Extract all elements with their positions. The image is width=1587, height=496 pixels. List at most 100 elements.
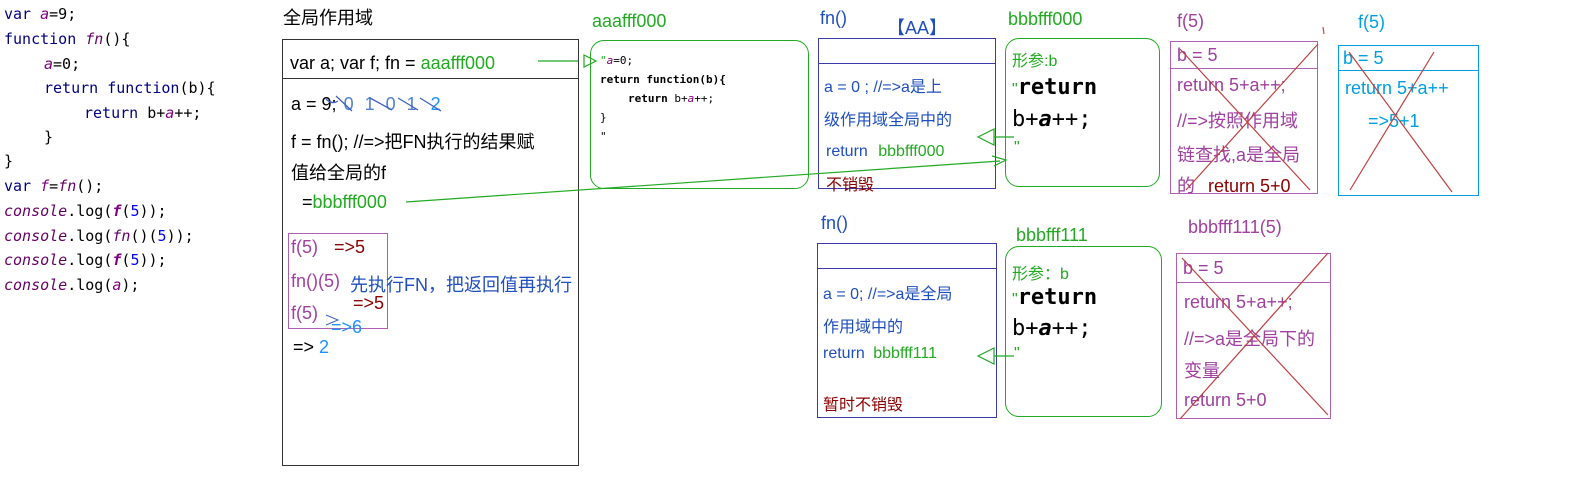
arrow-global-to-aaafff000: [538, 54, 598, 68]
global-scope-divider: [282, 78, 579, 79]
b111-scope-title: bbbfff111(5): [1188, 217, 1282, 237]
call-2-note: 先执行FN，把返回值再执行: [350, 275, 572, 295]
code-line-1: var a=9;: [4, 5, 77, 23]
b111-scope-line1: return 5+a++;: [1184, 292, 1293, 312]
code-line-4: return function(b){: [44, 79, 216, 97]
call-2: fn()(5): [291, 271, 340, 291]
global-header-address: aaafff000: [420, 53, 495, 73]
code-line-7: }: [4, 152, 14, 170]
stray-mark: [1322, 26, 1325, 35]
fn-scope-1-title: fn(): [820, 8, 847, 28]
heap-aaa-line5: ": [600, 130, 607, 143]
call-1-result: =>5: [334, 237, 366, 257]
f5-scope-2-line1: return 5+a++: [1345, 78, 1449, 98]
b111-scope-line4: return 5+0: [1184, 390, 1267, 410]
calls-box: [288, 233, 388, 329]
global-f-line2: 值给全局的f: [291, 163, 387, 183]
b111-scope-header: b = 5: [1183, 258, 1224, 278]
code-line-9: console.log(f(5));: [4, 202, 167, 220]
arrow-bbbfff111-to-return: [976, 347, 1014, 365]
fn-scope-1-box: [818, 38, 996, 189]
heap-bbb000-param: 形参:b: [1012, 53, 1058, 70]
f5-scope-1-header: b = 5: [1177, 45, 1218, 65]
fn-scope-2-line2: 作用域中的: [823, 319, 904, 336]
call-3-result: =>6: [331, 317, 363, 337]
heap-bbbfff000-box: [1005, 38, 1160, 187]
call-2-result: =>5: [353, 293, 385, 313]
global-a-final: 2: [430, 94, 441, 114]
f5-scope-1-line2: //=>按照作用域: [1177, 111, 1299, 131]
heap-bbbfff000-title: bbbfff000: [1008, 9, 1083, 29]
heap-bbb111-quote: ": [1014, 345, 1020, 362]
f5-scope-1-box: [1170, 41, 1318, 194]
code-line-6: }: [44, 128, 54, 146]
heap-bbbfff111-title: bbbfff111: [1016, 225, 1088, 245]
global-scope-box: [282, 39, 579, 466]
global-scope-header: var a; var f; fn = aaafff000: [290, 53, 495, 73]
code-line-2: function fn(){: [4, 30, 131, 48]
f5-scope-2-line2: =>5+1: [1368, 111, 1420, 131]
heap-bbb000-expr: b+a++;: [1012, 107, 1092, 132]
f5-scope-1-line4: 的 return 5+0: [1177, 176, 1291, 196]
f5-scope-1-line1: return 5+a++;: [1177, 75, 1286, 95]
heap-bbb111-expr: b+a++;: [1012, 316, 1092, 341]
call-result-arrows: [325, 314, 340, 326]
heap-aaa-line2: return function(b){: [600, 73, 726, 86]
fn-scope-1-return: return bbbfff000: [826, 143, 945, 160]
cross-f5-scope-1: [1179, 43, 1319, 191]
heap-bbb000-return: "return: [1012, 75, 1098, 100]
code-line-12: console.log(a);: [4, 276, 140, 294]
fn-scope-1-line1: a = 0 ; //=>a是上: [824, 79, 942, 96]
global-f-line1: f = fn(); //=>把FN执行的结果赋: [291, 132, 535, 152]
f5-scope-1-title: f(5): [1177, 11, 1204, 31]
fn-scope-1-divider: [818, 63, 996, 64]
global-f-value: =bbbfff000: [302, 192, 387, 212]
code-line-8: var f=fn();: [4, 177, 104, 195]
fn-scope-2-note: 暂时不销毁: [823, 397, 904, 414]
arrow-bbbfff000-to-return: [976, 128, 1014, 146]
heap-aaa-line4: }: [600, 111, 607, 124]
fn-scope-1-tag: 【AA】: [887, 18, 948, 38]
cross-b111-scope: [1179, 252, 1329, 420]
heap-bbbfff111-box: [1005, 246, 1162, 417]
fn-scope-1-note: 不销毁: [826, 177, 875, 194]
fn-scope-2-line1: a = 0; //=>a是全局: [823, 286, 953, 303]
b111-scope-box: [1176, 253, 1331, 419]
heap-bbb000-quote: ": [1014, 139, 1020, 156]
b111-scope-divider: [1176, 282, 1331, 283]
code-line-11: console.log(f(5));: [4, 251, 167, 269]
global-scope-title: 全局作用域: [283, 8, 373, 28]
b111-scope-line3: 变量: [1184, 361, 1220, 381]
call-4-value: 2: [319, 337, 330, 357]
f5-scope-1-divider: [1170, 68, 1318, 69]
heap-aaa-line1: "a=0;: [600, 54, 634, 67]
call-3: f(5): [291, 303, 318, 323]
fn-scope-1-return-address: bbbfff000: [878, 143, 945, 160]
heap-bbb111-param: 形参：b: [1012, 266, 1069, 283]
heap-aaafff000-box: [590, 40, 809, 189]
fn-scope-1-line2: 级作用域全局中的: [824, 112, 953, 129]
f5-scope-1-line3: 链查找,a是全局: [1177, 145, 1301, 165]
fn-scope-2-divider: [817, 268, 997, 269]
f5-scope-2-box: [1338, 45, 1479, 196]
a-history-strikes: [325, 95, 442, 112]
fn-scope-2-return: return bbbfff111: [823, 345, 938, 362]
heap-aaafff000-title: aaafff000: [592, 11, 667, 31]
fn-scope-2-box: [817, 243, 997, 418]
heap-aaa-line3: return b+a++;: [628, 92, 715, 105]
code-line-5: return b+a++;: [84, 104, 202, 122]
code-line-3: a=0;: [44, 55, 81, 73]
f5-scope-2-title: f(5): [1358, 12, 1385, 32]
heap-bbb111-return: "return: [1012, 285, 1098, 310]
arrow-f-to-bbbfff000: [405, 155, 1008, 203]
fn-scope-2-return-address: bbbfff111: [873, 345, 938, 362]
call-1: f(5): [291, 237, 318, 257]
b111-scope-line2: //=>a是全局下的: [1184, 329, 1316, 349]
call-4: => 2: [293, 337, 330, 357]
fn-scope-2-title: fn(): [821, 213, 848, 233]
code-line-10: console.log(fn()(5));: [4, 227, 194, 245]
cross-f5-scope-2: [1348, 51, 1453, 193]
global-f-address: bbbfff000: [312, 192, 387, 212]
